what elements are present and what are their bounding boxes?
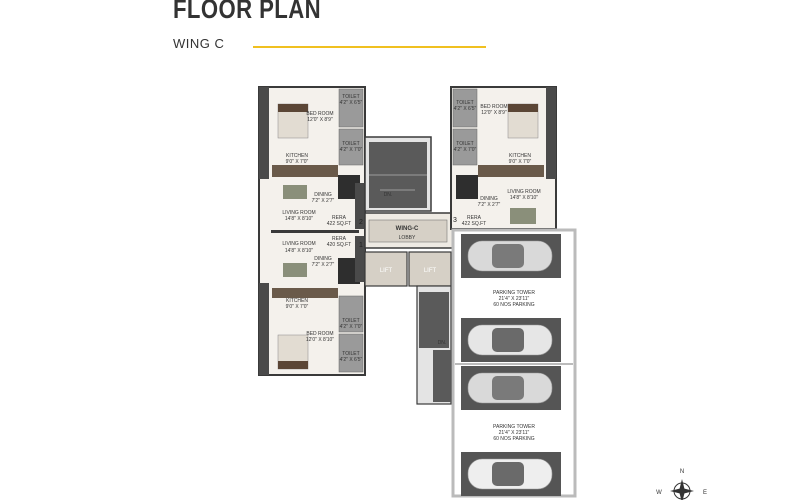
label-bed-room: BED ROOM xyxy=(306,111,333,117)
label-toilet-size: 4'2" X 7'0" xyxy=(340,147,363,153)
wing-subtitle: WING C xyxy=(173,36,225,51)
label-wing: WING-C xyxy=(396,226,419,232)
label-kitchen-size: 9'0" X 7'0" xyxy=(509,159,532,165)
label-kitchen: KITCHEN xyxy=(286,298,308,304)
label-toilet: TOILET xyxy=(456,141,473,147)
label-living-room-size: 14'8" X 8'10" xyxy=(285,216,313,222)
label-dining: DINING xyxy=(314,192,332,198)
compass-icon: N W E xyxy=(656,469,707,500)
label-parking-tower: PARKING TOWER xyxy=(493,424,535,430)
label-living-room-size: 14'8" X 8'10" xyxy=(285,248,313,254)
label-rera-area: 422 SQ.FT xyxy=(327,221,351,227)
label-kitchen: KITCHEN xyxy=(286,153,308,159)
label-parking-size: 21'4" X 23'11" xyxy=(499,430,530,436)
label-dining-size: 7'2" X 2'7" xyxy=(478,202,501,208)
left-unit-block xyxy=(258,86,366,376)
label-rera: RERA xyxy=(332,236,347,242)
compass-e: E xyxy=(703,490,707,496)
label-living-room-size: 14'8" X 8'10" xyxy=(510,195,538,201)
compass-w: W xyxy=(656,490,662,496)
unit-number: 3 xyxy=(453,217,457,224)
accent-rule xyxy=(253,46,486,48)
label-parking-count: 60 NOS PARKING xyxy=(493,302,534,308)
label-living-room: LIVING ROOM xyxy=(507,189,540,195)
unit-number: 2 xyxy=(359,219,363,226)
label-bed-room: BED ROOM xyxy=(480,104,507,110)
unit-number: 1 xyxy=(359,242,363,249)
label-kitchen-size: 9'0" X 7'0" xyxy=(286,304,309,310)
label-toilet: TOILET xyxy=(342,318,359,324)
label-bed-room-size: 12'0" X 8'9" xyxy=(307,117,333,123)
label-rera-area: 420 SQ.FT xyxy=(327,242,351,248)
compass-n: N xyxy=(680,469,684,475)
label-kitchen-size: 9'0" X 7'0" xyxy=(286,159,309,165)
label-rera: RERA xyxy=(332,215,347,221)
parking-area xyxy=(451,228,577,498)
label-toilet: TOILET xyxy=(456,100,473,106)
label-dining: DINING xyxy=(314,256,332,262)
label-stair-dn: DN. xyxy=(438,340,447,346)
label-dining-size: 7'2" X 2'7" xyxy=(312,262,335,268)
label-toilet-size: 4'2" X 6'5" xyxy=(340,100,363,106)
label-stair-dn: DN. xyxy=(384,192,393,198)
label-rera: RERA xyxy=(467,215,482,221)
car-icon xyxy=(467,458,553,490)
label-lobby: LOBBY xyxy=(399,235,416,241)
label-bed-room-size: 12'0" X 8'9" xyxy=(481,110,507,116)
label-rera-area: 422 SQ.FT xyxy=(462,221,486,227)
label-kitchen: KITCHEN xyxy=(509,153,531,159)
label-lift: LIFT xyxy=(380,268,393,274)
label-parking-tower: PARKING TOWER xyxy=(493,290,535,296)
label-bed-room-size: 12'0" X 8'10" xyxy=(306,337,334,343)
label-toilet-size: 4'2" X 6'5" xyxy=(340,357,363,363)
label-toilet-size: 4'2" X 6'5" xyxy=(454,106,477,112)
label-toilet-size: 4'2" X 7'0" xyxy=(340,324,363,330)
label-toilet: TOILET xyxy=(342,141,359,147)
car-icon xyxy=(467,240,553,272)
label-parking-count: 60 NOS PARKING xyxy=(493,436,534,442)
label-toilet: TOILET xyxy=(342,351,359,357)
label-parking-size: 21'4" X 23'11" xyxy=(499,296,530,302)
label-lift: LIFT xyxy=(424,268,437,274)
label-bed-room: BED ROOM xyxy=(306,331,333,337)
label-toilet: TOILET xyxy=(342,94,359,100)
label-dining-size: 7'2" X 2'7" xyxy=(312,198,335,204)
right-unit-block xyxy=(450,86,557,230)
car-icon xyxy=(467,324,553,356)
label-living-room: LIVING ROOM xyxy=(282,210,315,216)
page-title: FLOOR PLAN xyxy=(173,0,322,24)
label-living-room: LIVING ROOM xyxy=(282,241,315,247)
label-toilet-size: 4'2" X 7'0" xyxy=(454,147,477,153)
label-dining: DINING xyxy=(480,196,498,202)
car-icon xyxy=(467,372,553,404)
core-block xyxy=(364,136,454,405)
